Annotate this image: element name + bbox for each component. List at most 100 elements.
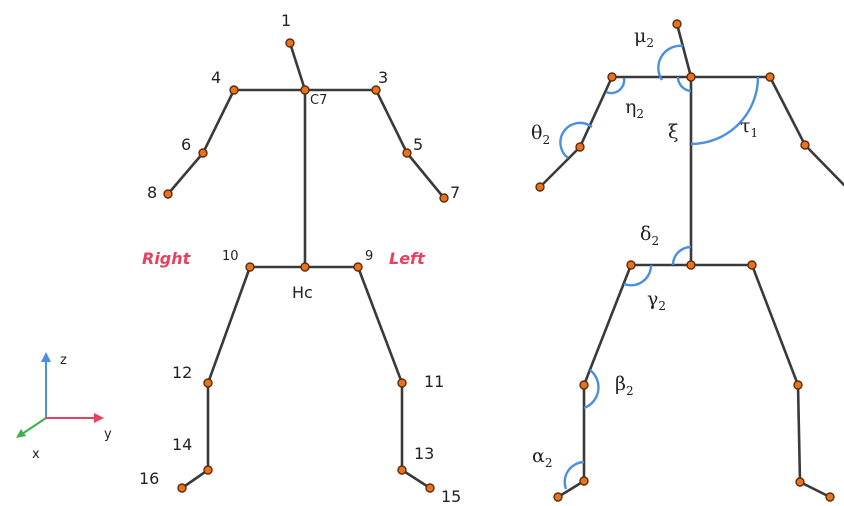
right-thigh-bone-2 bbox=[582, 263, 633, 387]
joint-hc-2 bbox=[686, 260, 696, 270]
angle-label-alpha: α2 bbox=[532, 445, 552, 470]
joint-16-2 bbox=[553, 492, 563, 502]
left-foot-bone-2 bbox=[798, 480, 832, 499]
joint-10-2 bbox=[626, 260, 636, 270]
joint-15-2 bbox=[825, 492, 835, 502]
angle-label-xi: ξ bbox=[668, 121, 678, 143]
angle-label-mu: μ2 bbox=[634, 25, 654, 50]
angle-label-beta: β2 bbox=[615, 373, 634, 398]
label-joint-15: 15 bbox=[441, 487, 461, 506]
left-forearm-bone bbox=[405, 151, 446, 200]
label-right-side: Right bbox=[142, 249, 192, 268]
angle-label-theta: θ2 bbox=[531, 122, 550, 147]
arc-tau bbox=[690, 76, 760, 146]
joint-hc bbox=[300, 262, 310, 272]
joint-8 bbox=[163, 189, 173, 199]
joint-12-2 bbox=[579, 380, 589, 390]
joint-c7-2 bbox=[686, 72, 696, 82]
joint-1-2 bbox=[672, 19, 682, 29]
joint-3 bbox=[371, 85, 381, 95]
label-joint-7: 7 bbox=[450, 183, 460, 202]
x-axis-line bbox=[21, 417, 47, 435]
joint-7 bbox=[439, 193, 449, 203]
joint-9 bbox=[353, 262, 363, 272]
right-skeleton: μ2 η2 θ2 ξ τ1 δ2 γ2 β2 α2 bbox=[531, 19, 844, 502]
y-axis-arrowhead bbox=[94, 413, 104, 423]
joint-11-2 bbox=[793, 380, 803, 390]
left-forearm-bone-2 bbox=[803, 143, 844, 187]
joint-5-2 bbox=[800, 140, 810, 150]
x-axis-label: x bbox=[32, 447, 40, 462]
right-forearm-bone bbox=[166, 151, 205, 196]
label-joint-14: 14 bbox=[172, 435, 192, 454]
right-thigh-bone bbox=[206, 265, 252, 385]
left-foot-bone bbox=[400, 468, 432, 490]
label-joint-10: 10 bbox=[222, 249, 239, 264]
label-joint-12: 12 bbox=[172, 363, 192, 382]
label-joint-5: 5 bbox=[413, 135, 423, 154]
label-joint-16: 16 bbox=[139, 469, 159, 488]
axes-icon: z y x bbox=[16, 352, 112, 462]
y-axis-label: y bbox=[104, 427, 112, 442]
left-thigh-bone bbox=[356, 265, 404, 385]
joint-6-2 bbox=[575, 142, 585, 152]
z-axis-arrowhead bbox=[41, 352, 51, 362]
arc-beta bbox=[583, 369, 600, 410]
left-skeleton: 1 C7 4 3 6 5 8 7 10 9 Hc 12 11 14 13 16 … bbox=[139, 11, 461, 506]
arc-theta bbox=[559, 121, 593, 159]
label-hc: Hc bbox=[292, 283, 313, 302]
arc-xi bbox=[676, 76, 692, 93]
joint-8-2 bbox=[535, 182, 545, 192]
label-joint-4: 4 bbox=[211, 68, 221, 87]
joint-13 bbox=[397, 465, 407, 475]
neck-bone-2 bbox=[675, 22, 693, 79]
x-axis-arrowhead bbox=[16, 429, 26, 438]
label-joint-8: 8 bbox=[147, 183, 157, 202]
joint-3-2 bbox=[765, 72, 775, 82]
label-joint-6: 6 bbox=[181, 135, 191, 154]
label-joint-1: 1 bbox=[281, 11, 291, 30]
joint-12 bbox=[203, 378, 213, 388]
left-upper-arm-bone-2 bbox=[768, 75, 807, 147]
neck-bone bbox=[288, 41, 307, 92]
label-joint-11: 11 bbox=[424, 372, 444, 391]
joint-14-2 bbox=[579, 476, 589, 486]
z-axis-label: z bbox=[60, 353, 67, 368]
joint-15 bbox=[425, 483, 435, 493]
left-thigh-bone-2 bbox=[750, 263, 800, 387]
right-forearm-bone-2 bbox=[538, 145, 582, 189]
left-shin-bone-2 bbox=[796, 383, 802, 484]
left-upper-arm-bone bbox=[374, 88, 409, 155]
angle-label-gamma: γ2 bbox=[647, 288, 666, 313]
angle-label-tau: τ1 bbox=[740, 115, 758, 140]
joint-14 bbox=[203, 465, 213, 475]
arc-mu bbox=[657, 44, 684, 81]
arc-alpha bbox=[563, 460, 585, 490]
label-left-side: Left bbox=[389, 249, 426, 268]
joint-c7 bbox=[300, 85, 310, 95]
right-upper-arm-bone-2 bbox=[578, 75, 614, 149]
right-foot-bone bbox=[180, 468, 210, 490]
label-joint-13: 13 bbox=[414, 444, 434, 463]
label-c7: C7 bbox=[310, 93, 327, 108]
joint-10 bbox=[245, 262, 255, 272]
right-foot-bone-2 bbox=[556, 479, 586, 499]
arc-gamma bbox=[623, 264, 653, 287]
joint-1 bbox=[285, 38, 295, 48]
joint-11 bbox=[397, 378, 407, 388]
joint-5 bbox=[402, 148, 412, 158]
label-joint-3: 3 bbox=[378, 68, 388, 87]
joint-4-2 bbox=[607, 72, 617, 82]
angle-label-eta: η2 bbox=[625, 96, 644, 121]
joint-6 bbox=[198, 148, 208, 158]
right-upper-arm-bone bbox=[201, 88, 236, 155]
joint-9-2 bbox=[747, 260, 757, 270]
joint-16 bbox=[177, 483, 187, 493]
arc-delta bbox=[671, 245, 692, 266]
joint-13-2 bbox=[795, 477, 805, 487]
label-joint-9: 9 bbox=[365, 249, 373, 264]
arc-eta bbox=[605, 77, 626, 95]
joint-4 bbox=[229, 85, 239, 95]
angle-label-delta: δ2 bbox=[640, 223, 659, 248]
